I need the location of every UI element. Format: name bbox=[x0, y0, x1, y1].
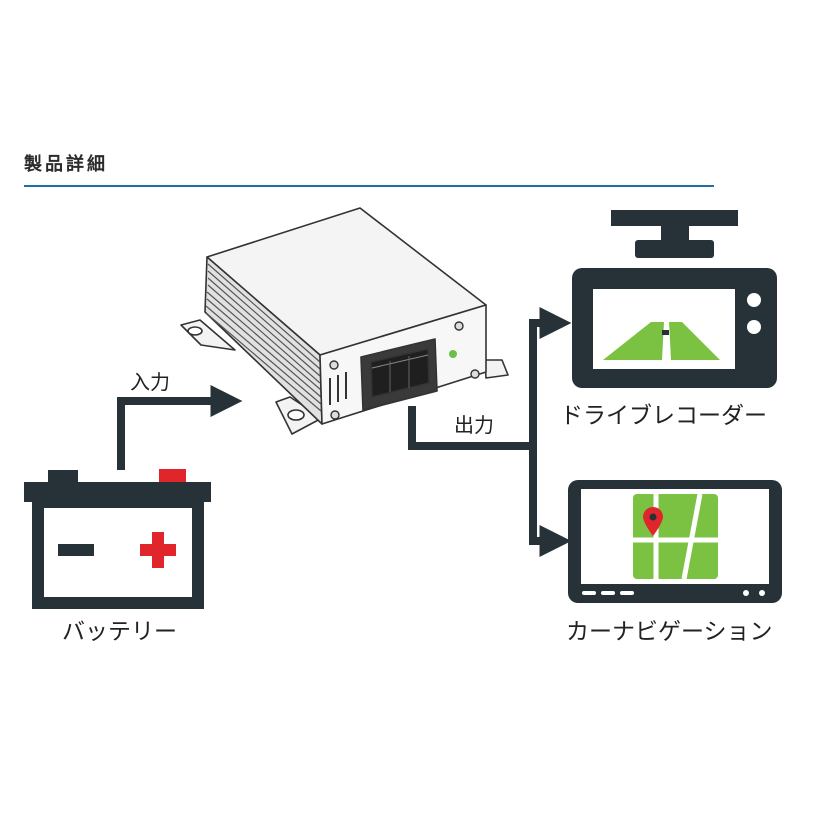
converter-box-icon bbox=[180, 207, 509, 435]
car-battery-icon bbox=[24, 469, 211, 609]
output-label: 出力 bbox=[454, 413, 494, 437]
page-title: 製品詳細 bbox=[24, 154, 108, 175]
car-navigation-icon bbox=[568, 480, 782, 603]
battery-label: バッテリー bbox=[62, 619, 177, 645]
input-arrow bbox=[117, 385, 243, 470]
output-arrows bbox=[408, 307, 572, 557]
battery-plus-icon bbox=[140, 532, 176, 568]
dashcam-icon bbox=[572, 210, 777, 388]
battery-minus-icon bbox=[58, 544, 94, 556]
input-label: 入力 bbox=[130, 370, 170, 394]
drive-recorder-label: ドライブレコーダー bbox=[560, 403, 767, 429]
car-navigation-label: カーナビゲーション bbox=[566, 619, 773, 645]
title-underline bbox=[24, 185, 714, 187]
